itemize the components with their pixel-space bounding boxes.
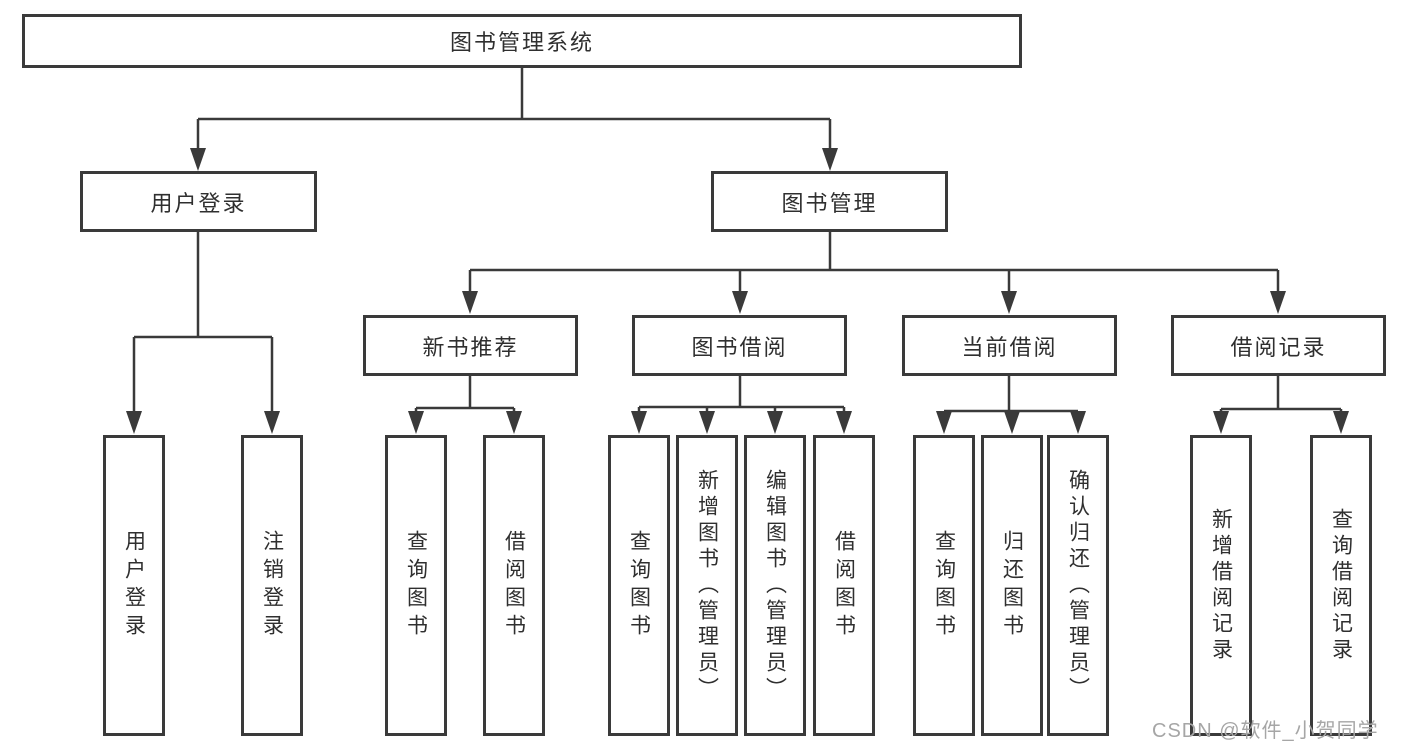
leaf-label: 查询图书 <box>932 529 956 642</box>
arrow-icon <box>126 411 142 434</box>
leaf-label: 查询图书 <box>627 529 651 642</box>
connector-bookmgmt-to-level3 <box>468 232 1280 294</box>
leaf-label: 确认归还（管理员） <box>1066 468 1090 703</box>
leaf-label: 查询借阅记录 <box>1329 507 1353 664</box>
leaf-edit-book-admin: 编辑图书（管理员） <box>744 435 806 736</box>
connector-userlogin-to-leaves <box>132 232 274 416</box>
arrow-icon <box>767 411 783 434</box>
arrow-icon <box>408 411 424 434</box>
leaf-label: 编辑图书（管理员） <box>763 468 787 703</box>
connector-newbooks-to-leaves <box>414 376 516 416</box>
leaf-label: 借阅图书 <box>502 529 526 642</box>
leaf-add-borrow-record: 新增借阅记录 <box>1190 435 1252 736</box>
node-new-book-recommend: 新书推荐 <box>363 315 578 376</box>
leaf-label: 归还图书 <box>1000 529 1024 642</box>
arrow-icon <box>699 411 715 434</box>
leaf-add-book-admin: 新增图书（管理员） <box>676 435 738 736</box>
leaf-label: 注销登录 <box>260 529 284 642</box>
node-current-borrow: 当前借阅 <box>902 315 1117 376</box>
arrow-icon <box>1001 291 1017 314</box>
leaf-logout: 注销登录 <box>241 435 303 736</box>
leaf-label: 新增图书（管理员） <box>695 468 719 703</box>
connector-records-to-leaves <box>1219 376 1343 416</box>
node-book-management: 图书管理 <box>711 171 948 232</box>
arrow-icon <box>1004 411 1020 434</box>
connector-current-to-leaves <box>942 376 1080 416</box>
leaf-label: 查询图书 <box>404 529 428 642</box>
arrow-icon <box>822 148 838 171</box>
leaf-query-books-current: 查询图书 <box>913 435 975 736</box>
leaf-label: 新增借阅记录 <box>1209 507 1233 664</box>
leaf-borrow-books: 借阅图书 <box>813 435 875 736</box>
arrow-icon <box>732 291 748 314</box>
leaf-user-login: 用户登录 <box>103 435 165 736</box>
arrow-icon <box>462 291 478 314</box>
connector-borrow-to-leaves <box>637 376 846 416</box>
csdn-watermark: CSDN @软件_小贺同学 <box>1152 720 1379 742</box>
arrow-icon <box>936 411 952 434</box>
arrow-icon <box>1270 291 1286 314</box>
node-borrow-records: 借阅记录 <box>1171 315 1386 376</box>
connector-root-to-level2 <box>196 68 832 152</box>
node-system-root: 图书管理系统 <box>22 14 1022 68</box>
leaf-query-books-borrow: 查询图书 <box>608 435 670 736</box>
node-book-borrow: 图书借阅 <box>632 315 847 376</box>
arrow-icon <box>506 411 522 434</box>
leaf-label: 用户登录 <box>122 529 146 642</box>
arrow-icon <box>264 411 280 434</box>
leaf-label: 借阅图书 <box>832 529 856 642</box>
leaf-confirm-return-admin: 确认归还（管理员） <box>1047 435 1109 736</box>
arrow-icon <box>190 148 206 171</box>
arrowheads <box>126 148 1349 434</box>
arrow-icon <box>1333 411 1349 434</box>
arrow-icon <box>1213 411 1229 434</box>
arrow-icon <box>1070 411 1086 434</box>
leaf-query-books-recommend: 查询图书 <box>385 435 447 736</box>
arrow-icon <box>836 411 852 434</box>
node-user-login: 用户登录 <box>80 171 317 232</box>
leaf-borrow-books-recommend: 借阅图书 <box>483 435 545 736</box>
leaf-query-borrow-record: 查询借阅记录 <box>1310 435 1372 736</box>
leaf-return-book: 归还图书 <box>981 435 1043 736</box>
arrow-icon <box>631 411 647 434</box>
